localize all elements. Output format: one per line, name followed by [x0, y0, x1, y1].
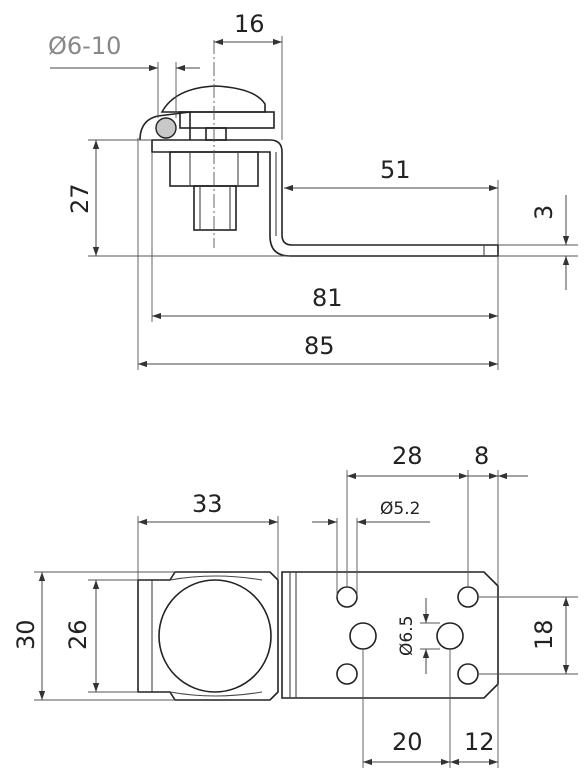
dim-width-total-label: 30 [12, 619, 40, 650]
small-hole [336, 586, 358, 608]
dim-length-total-label: 85 [304, 332, 335, 360]
dim-conductor-label: Ø6-10 [48, 32, 121, 60]
dim-length-inner-label: 81 [312, 284, 343, 312]
clamp-body-outline [137, 571, 279, 701]
dim-edge-offset-label: 8 [474, 442, 489, 470]
plate-outline [281, 571, 499, 699]
side-view: Ø6-10 16 27 51 3 81 85 [48, 10, 578, 370]
dim-clamp-length-label: 33 [192, 490, 223, 518]
large-hole [436, 622, 464, 650]
clamp-head-circle [158, 579, 272, 693]
dim-hole-pitch-label: 28 [392, 442, 423, 470]
dim-hole-spacing-12-label: 12 [464, 728, 495, 756]
dim-small-hole-label: Ø5.2 [380, 499, 420, 519]
dim-thickness-label: 3 [530, 205, 558, 220]
dim-large-hole-label: Ø6.5 [397, 616, 417, 656]
cap-stud [205, 127, 227, 141]
top-view: 33 28 8 Ø5.2 30 26 Ø6.5 [12, 442, 578, 768]
large-hole [349, 622, 377, 650]
dim-hole-spacing-vertical-label: 18 [530, 619, 558, 650]
clamp-inner-outline [151, 575, 263, 697]
bolt-shank [193, 185, 237, 231]
dim-width-inner-label: 26 [64, 619, 92, 650]
dim-flange-label: 51 [380, 156, 411, 184]
small-hole [457, 586, 479, 608]
clamp-cap [160, 85, 266, 113]
conductor-circle [155, 117, 177, 139]
dim-hole-spacing-20-label: 20 [392, 728, 423, 756]
bracket-outline [151, 139, 499, 257]
small-hole [457, 663, 479, 685]
dim-width-top-label: 16 [234, 10, 265, 38]
small-hole [336, 663, 358, 685]
cap-plate [179, 111, 275, 129]
dim-height-label: 27 [66, 183, 94, 214]
